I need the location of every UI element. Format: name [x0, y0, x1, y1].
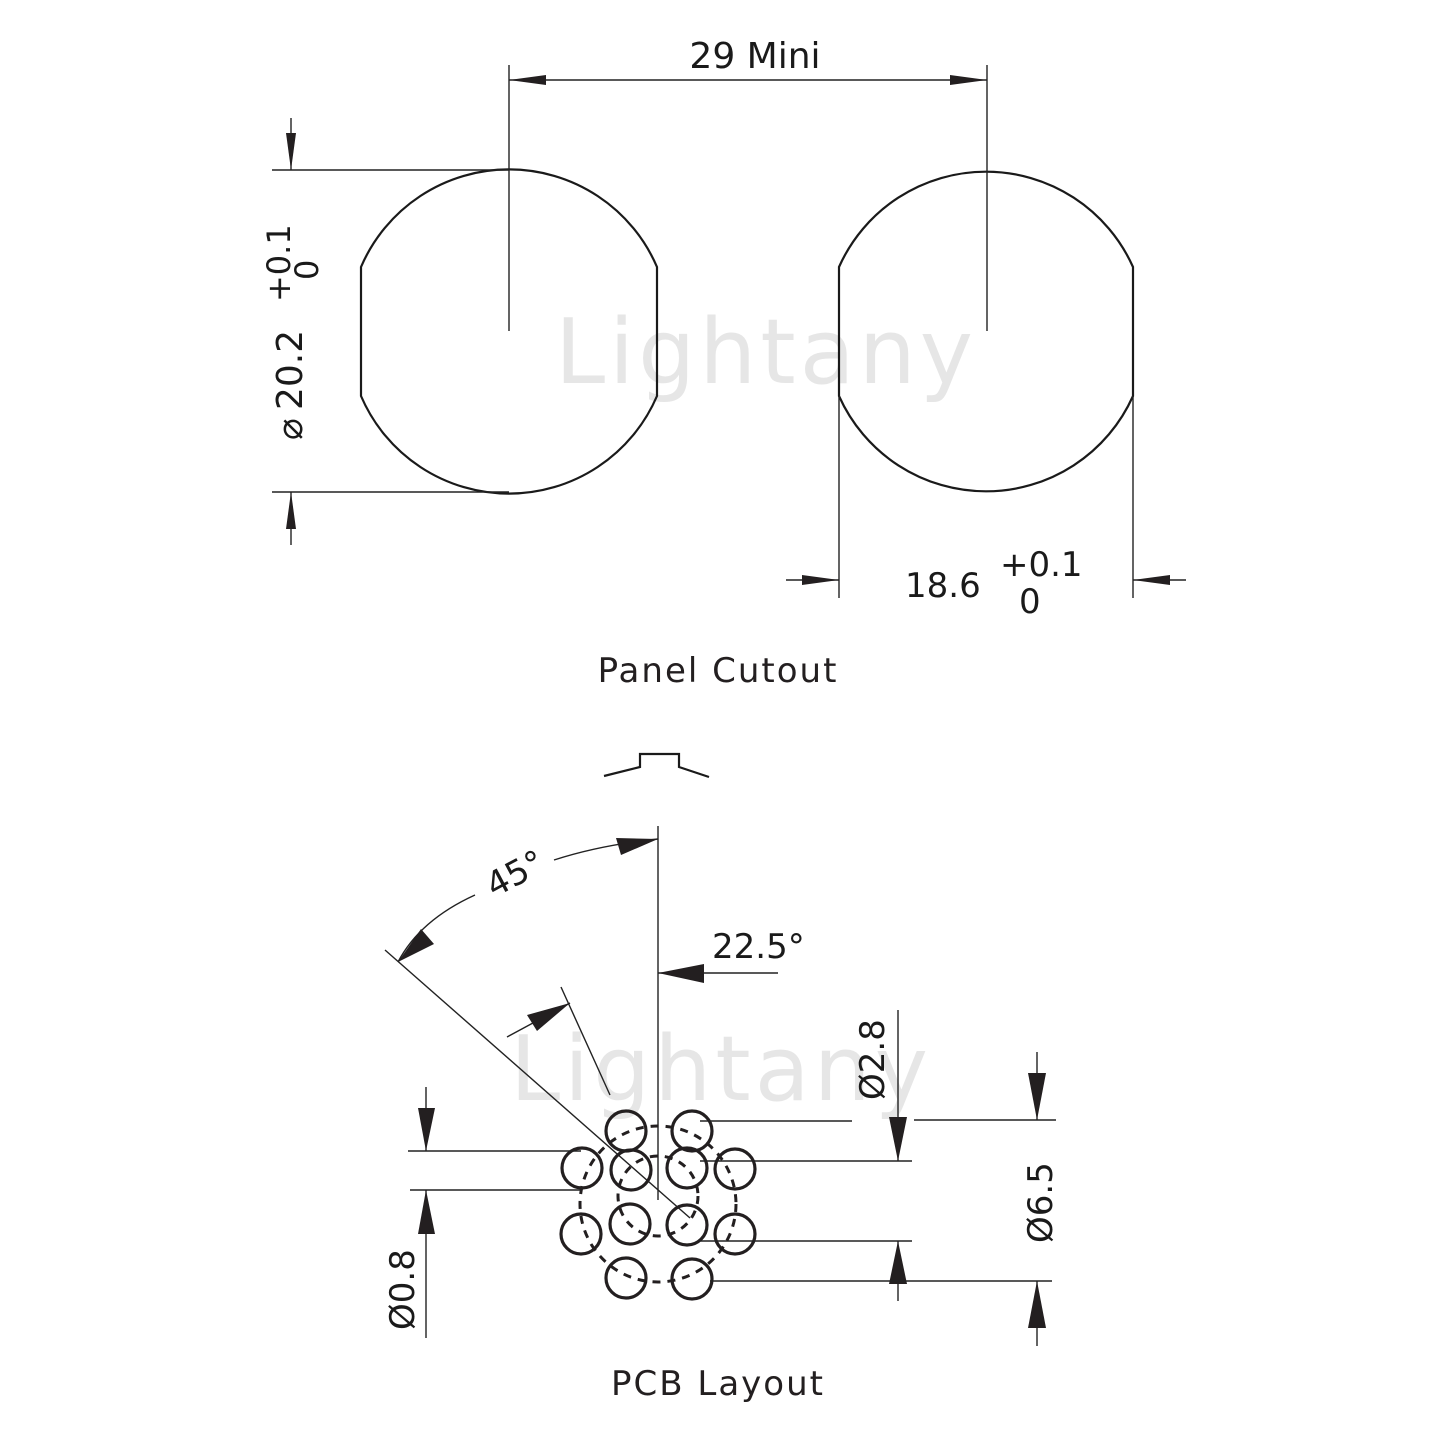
arrow-left-icon: [658, 964, 704, 983]
panel-cutout-title: Panel Cutout: [598, 651, 839, 691]
arrow-up-icon: [418, 1190, 435, 1234]
pin: [665, 1146, 709, 1190]
diameter-tol-upper: +0.1: [260, 224, 298, 302]
pin: [713, 1212, 757, 1256]
flat-tol-lower: 0: [1019, 582, 1041, 622]
pin: [559, 1212, 603, 1256]
pin: [665, 1203, 709, 1247]
diameter-label-group: ⌀ 20.2 +0.1 0: [260, 224, 326, 440]
arrow-up-icon: [1028, 1281, 1046, 1328]
pin-circle-outer-guide: [578, 1124, 738, 1284]
flat-value: 18.6: [905, 566, 981, 606]
diameter-symbol: ⌀: [270, 418, 311, 440]
angle-45-label: 45°: [479, 842, 551, 906]
arrow-down-icon: [889, 1117, 907, 1161]
pin: [713, 1147, 757, 1191]
pin: [560, 1146, 604, 1190]
diameter-tol-lower: 0: [288, 260, 326, 280]
spacing-label: 29 Mini: [689, 36, 820, 77]
arrow-icon: [527, 1003, 570, 1031]
key-notch-icon: [603, 752, 710, 779]
arrow-down-icon: [418, 1108, 435, 1151]
diameter-value: 20.2: [270, 330, 311, 410]
pcb-layout: 45° 22.5° Ø0.: [383, 752, 1061, 1404]
arrow-left-icon: [1133, 575, 1170, 585]
pin: [670, 1109, 714, 1153]
watermark-bottom: Lightany: [510, 1017, 932, 1122]
arrow-icon: [616, 838, 658, 855]
arrow-left-icon: [509, 75, 546, 85]
angle-45-arc-left: [397, 894, 476, 963]
inner-circle-diameter-label: Ø2.8: [853, 1019, 893, 1100]
flat-tol-upper: +0.1: [1000, 545, 1083, 585]
cutout-left-shape: [359, 168, 659, 495]
arrow-right-icon: [950, 75, 987, 85]
angle-22-label: 22.5°: [712, 927, 805, 967]
pin: [608, 1202, 652, 1246]
pins: [559, 1109, 757, 1301]
arrow-up-icon: [286, 492, 296, 529]
pin: [670, 1257, 714, 1301]
watermark-top: Lightany: [555, 300, 977, 405]
outer-circle-diameter-label: Ø6.5: [1021, 1162, 1061, 1243]
angle-22-line: [560, 986, 611, 1096]
arrow-right-icon: [802, 575, 839, 585]
arrow-down-icon: [1028, 1073, 1046, 1120]
panel-cutout: 29 Mini ⌀ 20.2 +0.1 0 18.6 +0.1 0 Panel …: [260, 36, 1186, 691]
pcb-layout-title: PCB Layout: [611, 1364, 825, 1404]
angle-45-line: [384, 949, 691, 1219]
arrow-icon: [398, 929, 434, 962]
pin-diameter-label: Ø0.8: [383, 1249, 423, 1330]
arrow-up-icon: [889, 1241, 907, 1284]
pin-circle-inner-guide: [616, 1154, 700, 1238]
pin: [604, 1256, 648, 1300]
arrow-down-icon: [286, 133, 296, 170]
pin: [609, 1148, 653, 1192]
